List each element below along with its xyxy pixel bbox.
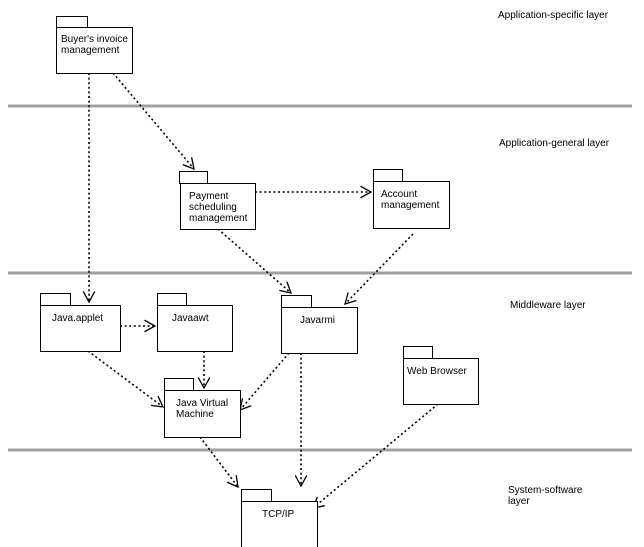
- dependency-web-browser-to-tcp-ip: [311, 403, 439, 509]
- package-body: [403, 358, 479, 405]
- package-label-line: Buyer's invoice: [61, 34, 128, 45]
- dependency-java-applet-to-java-awt: [120, 319, 157, 333]
- arrowhead-icon: [279, 281, 293, 294]
- package-body: [40, 305, 121, 352]
- package-label: Web Browser: [407, 366, 468, 377]
- dependencies: [82, 72, 439, 509]
- dependency-account-management-to-java-rmi: [344, 233, 414, 305]
- layer-label-line: layer: [508, 496, 530, 507]
- layer-labels: Application-specific layer Application-g…: [498, 10, 610, 507]
- arrowhead-icon: [151, 395, 165, 408]
- dependency-java-rmi-to-tcp-ip: [294, 353, 308, 488]
- package-label-line: management: [189, 213, 248, 224]
- package-label-line: Javaawt: [172, 313, 209, 324]
- package-label-line: management: [381, 200, 440, 211]
- package-label-line: Javarmi: [300, 315, 335, 326]
- package-tab: [40, 293, 71, 306]
- dependency-line: [87, 350, 164, 408]
- dependency-java-vm-to-tcp-ip: [199, 436, 239, 489]
- package-java-rmi: Javarmi: [281, 295, 358, 354]
- dependency-java-awt-to-java-vm: [197, 351, 211, 390]
- layer-label-middleware: Middleware layer: [510, 300, 586, 311]
- package-label: TCP/IP: [262, 509, 295, 520]
- arrowhead-icon: [182, 157, 195, 171]
- package-java-applet: Java.applet: [40, 293, 121, 352]
- dependency-line: [312, 403, 439, 509]
- package-body: [373, 181, 450, 229]
- package-body: [241, 501, 318, 547]
- package-body: [164, 390, 241, 438]
- package-body: [281, 307, 358, 354]
- package-label: Javarmi: [300, 315, 335, 326]
- package-label-line: management: [61, 45, 120, 56]
- package-label-line: Java Virtual: [176, 398, 228, 409]
- dependency-line: [239, 352, 290, 411]
- layer-label-system-software: System-software layer: [508, 485, 585, 507]
- arrowhead-icon: [144, 319, 157, 333]
- package-label-line: Machine: [176, 409, 214, 420]
- dependency-line: [217, 228, 292, 294]
- package-body: [157, 305, 233, 352]
- arrowhead-icon: [360, 185, 373, 199]
- package-tab: [281, 295, 312, 308]
- package-label: Java.applet: [52, 313, 103, 324]
- layer-separators: [8, 104, 632, 452]
- package-tcp-ip: TCP/IP: [241, 489, 318, 547]
- dependency-line: [112, 72, 195, 170]
- package-label-line: Payment: [189, 191, 229, 202]
- dependency-line: [199, 436, 239, 488]
- package-java-awt: Javaawt: [157, 293, 233, 352]
- dependency-payment-scheduling-to-account-management: [255, 185, 373, 199]
- arrowhead-icon: [226, 475, 239, 489]
- dependency-java-rmi-to-java-vm: [239, 352, 290, 412]
- package-tab: [403, 346, 433, 359]
- package-body: [180, 183, 256, 230]
- arrowhead-icon: [197, 377, 211, 390]
- package-label: Javaawt: [172, 313, 209, 324]
- package-label-line: Web Browser: [407, 366, 468, 377]
- layer-label-application-general: Application-general layer: [499, 138, 610, 149]
- package-tab: [56, 16, 88, 28]
- package-tab: [373, 169, 403, 182]
- dependency-buyers-invoice-to-java-applet: [112, 72, 195, 171]
- package-tab: [164, 378, 194, 391]
- arrowhead-icon: [82, 291, 96, 304]
- package-label-line: Account: [381, 189, 417, 200]
- arrowhead-icon: [294, 475, 308, 488]
- dependency-buyers-invoice-to-payment-scheduling: [82, 73, 96, 304]
- package-tab: [157, 293, 187, 306]
- package-body: [56, 27, 133, 74]
- package-label-line: TCP/IP: [262, 509, 295, 520]
- layer-label-line: System-software: [508, 485, 583, 496]
- package-tab: [179, 171, 208, 184]
- package-label-line: Java.applet: [52, 313, 103, 324]
- package-web-browser: Web Browser: [403, 346, 479, 405]
- package-label-line: scheduling: [189, 202, 237, 213]
- dependency-java-applet-to-java-vm: [87, 350, 165, 408]
- dependency-line: [344, 233, 414, 305]
- dependency-payment-scheduling-to-java-rmi: [217, 228, 293, 294]
- layer-label-application-specific: Application-specific layer: [498, 10, 609, 21]
- package-tab: [241, 489, 272, 502]
- arrowhead-icon: [344, 292, 357, 305]
